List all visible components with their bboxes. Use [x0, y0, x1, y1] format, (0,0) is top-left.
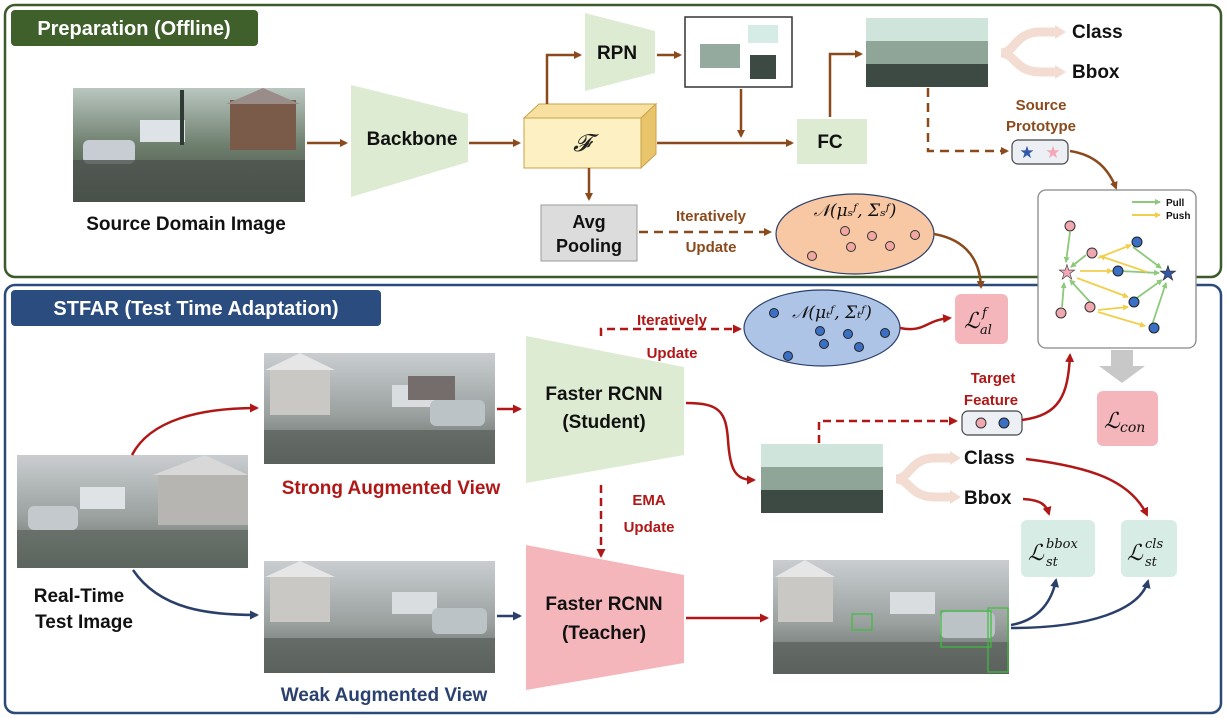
fc-label: FC: [817, 132, 843, 153]
offline-title: Preparation (Offline): [37, 18, 230, 40]
source-prototype-box: [1011, 139, 1069, 165]
push-arrows: [1076, 244, 1148, 328]
target-gaussian-label: 𝒩(μₜᶠ, Σₜᶠ): [792, 303, 872, 323]
online-fork-bbox: [895, 474, 950, 502]
avg-pooling-block: [540, 204, 638, 262]
online-title-bg: [11, 290, 381, 326]
loss-bbox-symbol: ℒ: [1028, 541, 1045, 566]
realtime-label-2: Test Image: [35, 612, 133, 633]
online-class-label: Class: [964, 448, 1015, 469]
offline-iter-label-1: Iteratively: [676, 208, 747, 225]
student-label-2: (Student): [562, 412, 645, 433]
rpn-block: [585, 13, 655, 91]
target-label-2: Feature: [964, 392, 1018, 409]
panel-pink-star-icon: ★: [1058, 260, 1076, 284]
panel-blue-points: [1112, 236, 1160, 334]
source-gaussian-points: [807, 226, 920, 261]
student-label-1: Faster RCNN: [545, 384, 662, 405]
online-title: STFAR (Test Time Adaptation): [53, 298, 338, 320]
offline-frame: [3, 3, 1223, 279]
pull-legend-label: Pull: [1166, 198, 1185, 209]
loss-con-box: [1097, 391, 1158, 446]
target-pink-point: [975, 417, 987, 429]
source-gaussian-label: 𝒩(μₛᶠ, Σₛᶠ): [814, 201, 897, 221]
pink-star-icon: ★: [1045, 143, 1060, 163]
loss-cls-sub: st: [1145, 555, 1158, 570]
backbone-block: [351, 85, 468, 197]
loss-cls-sup: cls: [1145, 537, 1163, 552]
online-bbox-label: Bbox: [964, 488, 1012, 509]
target-blue-point: [998, 417, 1010, 429]
loss-cls-symbol: ℒ: [1127, 541, 1144, 566]
proto-label-2: Prototype: [1006, 118, 1076, 135]
online-frame: [3, 283, 1223, 715]
loss-al-sup: f: [981, 306, 989, 321]
online-fork-class: [895, 453, 950, 484]
loss-al-box: [955, 294, 1008, 344]
offline-iter-label-2: Update: [686, 239, 737, 256]
loss-al-symbol: ℒ: [964, 309, 981, 334]
target-label-1: Target: [971, 370, 1016, 387]
panel-blue-star-icon: ★: [1159, 261, 1177, 285]
blue-star-icon: ★: [1019, 143, 1034, 163]
realtime-label-1: Real-Time: [34, 586, 124, 607]
weak-view-label: Weak Augmented View: [281, 685, 488, 706]
student-block: [526, 336, 684, 483]
offline-fork-class-head: [1055, 25, 1066, 39]
loss-con-sub: con: [1120, 420, 1145, 436]
offline-title-bg: [11, 10, 258, 46]
loss-bbox-sub: st: [1046, 555, 1059, 570]
offline-bbox-label: Bbox: [1072, 62, 1120, 83]
loss-cls-box: [1121, 520, 1177, 577]
loss-con-symbol: ℒ: [1104, 409, 1121, 434]
panel-pink-points: [1055, 220, 1098, 319]
offline-class-label: Class: [1072, 22, 1123, 43]
strong-view-label: Strong Augmented View: [282, 478, 501, 499]
offline-arrows: [307, 50, 1118, 289]
offline-fork-bbox-head: [1055, 65, 1066, 79]
loss-al-sub: al: [980, 323, 992, 338]
target-feature-box: [961, 410, 1023, 436]
offline-fork-bbox: [1000, 48, 1055, 77]
source-image-label: Source Domain Image: [86, 214, 286, 235]
avg-label-2: Pooling: [556, 236, 622, 256]
source-domain-image: [73, 88, 305, 202]
fc-block: [797, 119, 867, 164]
online-fork-class-head: [950, 451, 961, 465]
backbone-label: Backbone: [367, 129, 458, 150]
teacher-block: [526, 545, 684, 690]
proposal-map: [684, 16, 793, 88]
ema-label-1: EMA: [632, 492, 666, 509]
strong-augmented-image: [264, 353, 495, 464]
online-head-output: [761, 444, 883, 513]
ema-label-2: Update: [624, 519, 675, 536]
pull-arrows: [1060, 231, 1168, 326]
loss-bbox-box: [1021, 520, 1095, 577]
online-iter-label-1: Iteratively: [637, 312, 708, 329]
teacher-label-2: (Teacher): [562, 623, 646, 644]
proto-label-1: Source: [1016, 97, 1067, 114]
avg-label-1: Avg: [572, 212, 605, 232]
online-iter-label-2: Update: [647, 345, 698, 362]
online-navy-arrows: [131, 569, 1151, 630]
online-red-arrows: [130, 314, 1149, 623]
target-gaussian-points: [769, 308, 890, 361]
panel-down-arrow: [1099, 350, 1145, 383]
offline-head-output: [866, 18, 988, 87]
feature-map-box: [522, 102, 658, 170]
rpn-label: RPN: [597, 43, 637, 64]
teacher-label-1: Faster RCNN: [545, 594, 662, 615]
loss-bbox-sup: bbox: [1046, 537, 1078, 552]
weak-augmented-image: [264, 561, 495, 673]
offline-fork-class: [1000, 27, 1055, 58]
push-legend-label: Push: [1166, 211, 1190, 222]
realtime-test-image: [17, 455, 248, 568]
teacher-output-image: [773, 560, 1009, 674]
online-fork-bbox-head: [950, 490, 961, 504]
